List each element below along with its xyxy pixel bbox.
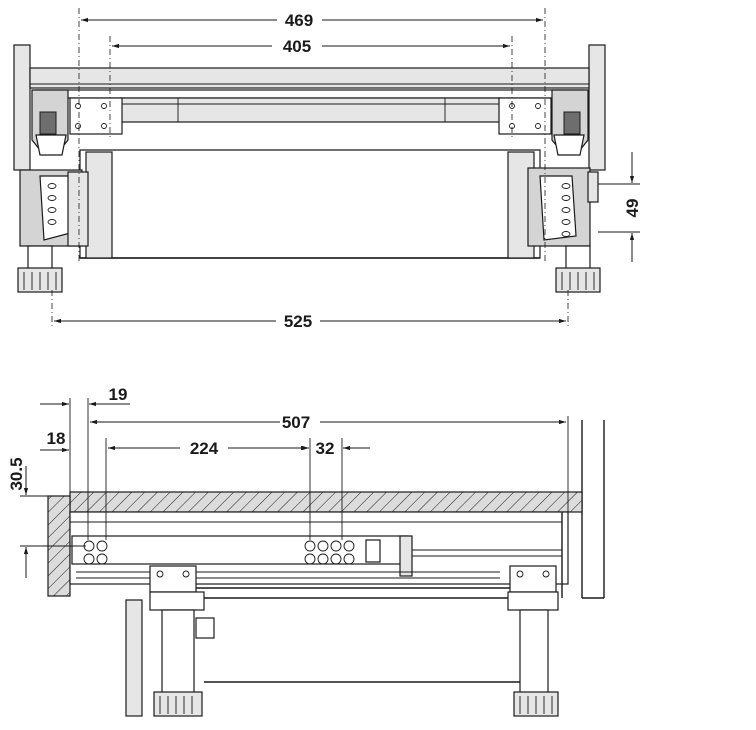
dimension-inner-width: 405 [283,37,311,56]
front-elevation-view: 469 405 525 49 [13,8,642,331]
center-crossbar [119,97,501,123]
right-mounting-plate [498,97,552,135]
front-plinth [125,599,143,717]
side-elevation-view: 19 507 18 224 32 30.5 [7,385,605,717]
rear-leg-bracket [509,565,557,593]
dimension-hole-offset: 224 [190,439,219,458]
dimension-side-height: 49 [623,199,642,218]
hatched-top-panel [69,491,583,513]
dimension-base-width: 525 [284,312,312,331]
front-foot [153,691,203,717]
dimension-hole-spacing: 32 [316,439,335,458]
dimension-front-offset: 19 [109,385,128,404]
drawer-body [79,149,541,259]
right-cabinet-wall [588,44,606,171]
front-leg [161,609,195,695]
dimension-front-setback: 18 [47,429,66,448]
front-leg-bracket [149,565,197,593]
rear-hole-group [304,540,355,565]
dimension-rail-length: 507 [282,413,310,432]
left-leg [27,245,53,271]
rear-leg [519,609,549,695]
top-panel [29,67,590,89]
right-leg [565,245,591,271]
dimension-rail-height: 30.5 [7,457,26,490]
runner-rail [71,535,409,565]
upper-rail [35,89,585,99]
left-cabinet-wall [13,44,31,171]
dimension-overall-width: 469 [285,11,313,30]
